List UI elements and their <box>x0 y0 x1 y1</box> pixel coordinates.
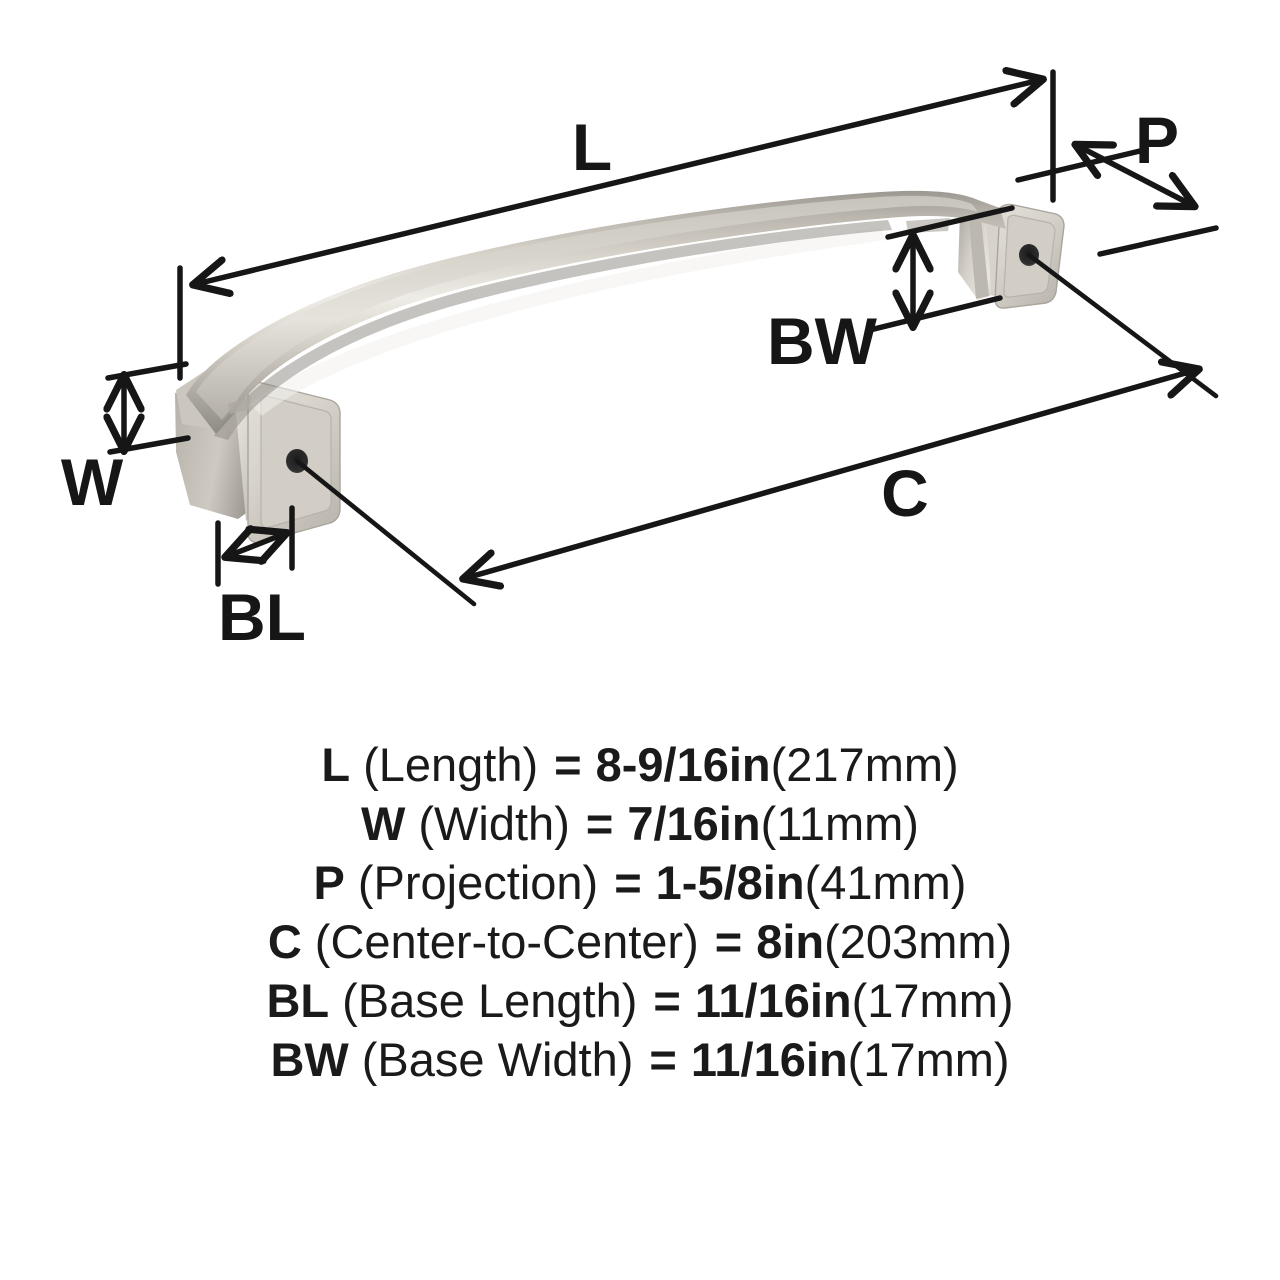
center-to-center-leader-left <box>294 458 477 607</box>
spec-name: (Base Width) <box>361 1033 634 1086</box>
dimension-diagram: L W P C BL BW <box>61 0 1219 654</box>
spec-abbr: BW <box>270 1033 349 1086</box>
spec-row-width: W (Width) = 7/16in (11mm) <box>361 794 919 853</box>
spec-abbr: L <box>321 738 351 791</box>
projection-extension-upper <box>1015 148 1143 183</box>
dimension-lines <box>105 72 1219 607</box>
spec-row-projection: P (Projection) = 1-5/8in (41mm) <box>314 853 967 912</box>
spec-metric: (17mm) <box>851 974 1014 1027</box>
spec-row-base-width: BW (Base Width) = 11/16in (17mm) <box>270 1030 1009 1089</box>
spec-row-center-to-center: C (Center-to-Center) = 8in (203mm) <box>268 912 1012 971</box>
spec-equals: = <box>714 915 743 968</box>
spec-metric: (203mm) <box>824 915 1013 968</box>
spec-value: 1-5/8in <box>655 856 805 909</box>
cabinet-pull-handle-illustration <box>175 190 1065 544</box>
width-extension-top <box>105 361 189 381</box>
spec-name: (Width) <box>418 797 570 850</box>
spec-name: (Center-to-Center) <box>314 915 699 968</box>
specifications-list: L (Length) = 8-9/16in (217mm) W (Width) … <box>0 735 1280 1089</box>
handle-diagram-svg: L W P C BL BW <box>61 0 1219 654</box>
spec-abbr: W <box>361 797 406 850</box>
base-width-extension-bottom <box>867 295 1003 333</box>
projection-arrow <box>1078 146 1192 205</box>
spec-equals: = <box>585 797 614 850</box>
spec-abbr: C <box>267 915 302 968</box>
label-C: C <box>881 456 929 530</box>
length-arrow <box>196 80 1040 284</box>
spec-row-length: L (Length) = 8-9/16in (217mm) <box>321 735 958 794</box>
label-P: P <box>1135 103 1179 177</box>
projection-extension-lower <box>1097 225 1219 257</box>
spec-abbr: BL <box>266 974 330 1027</box>
label-BW: BW <box>767 304 878 378</box>
spec-value: 11/16in <box>694 974 852 1027</box>
spec-value: 8in <box>756 915 825 968</box>
spec-value: 11/16in <box>690 1033 848 1086</box>
spec-value: 8-9/16in <box>595 738 771 791</box>
spec-metric: (217mm) <box>770 738 959 791</box>
label-BL: BL <box>218 580 306 654</box>
spec-metric: (17mm) <box>847 1033 1010 1086</box>
base-length-arrow <box>228 534 284 556</box>
spec-row-base-length: BL (Base Length) = 11/16in (17mm) <box>266 971 1013 1030</box>
spec-metric: (41mm) <box>804 856 967 909</box>
center-to-center-arrow <box>466 370 1196 578</box>
spec-value: 7/16in <box>627 797 761 850</box>
spec-equals: = <box>554 738 582 791</box>
spec-name: (Base Length) <box>342 974 638 1027</box>
spec-equals: = <box>649 1033 677 1086</box>
spec-abbr: P <box>313 856 345 909</box>
spec-equals: = <box>614 856 642 909</box>
spec-metric: (11mm) <box>760 797 919 850</box>
label-W: W <box>61 445 124 519</box>
spec-name: (Projection) <box>357 856 599 909</box>
label-L: L <box>572 110 612 184</box>
spec-name: (Length) <box>363 738 539 791</box>
spec-equals: = <box>653 974 681 1027</box>
